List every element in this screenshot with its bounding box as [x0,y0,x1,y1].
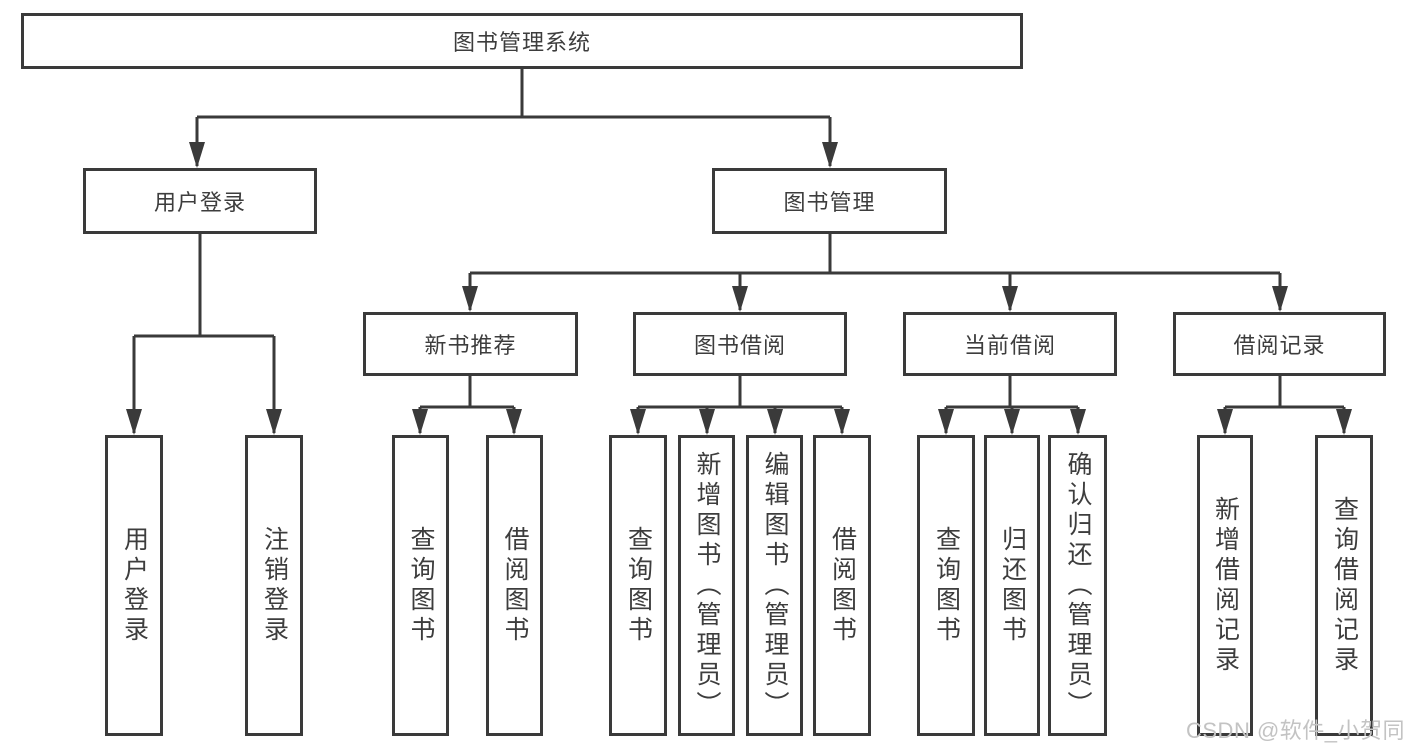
node-book-management: 图书管理 [712,168,947,234]
leaf-current-confirm-return-admin: 确认归还（管理员） [1048,435,1107,736]
node-root: 图书管理系统 [21,13,1023,69]
node-borrow-records: 借阅记录 [1173,312,1386,376]
leaf-borrow-borrow-book: 借阅图书 [813,435,871,736]
node-new-book-recommend: 新书推荐 [363,312,578,376]
leaf-borrow-edit-book-admin: 编辑图书（管理员） [746,435,803,736]
leaf-current-query-book: 查询图书 [917,435,975,736]
leaf-records-query-record: 查询借阅记录 [1315,435,1373,736]
node-current-borrow: 当前借阅 [903,312,1117,376]
leaf-recommend-borrow-book: 借阅图书 [486,435,543,736]
leaf-logout: 注销登录 [245,435,303,736]
leaf-recommend-query-book: 查询图书 [392,435,449,736]
watermark: CSDN @软件_小贺同学 [1186,718,1405,743]
node-book-borrow: 图书借阅 [633,312,847,376]
leaf-user-login: 用户登录 [105,435,163,736]
node-user-login: 用户登录 [83,168,317,234]
leaf-borrow-query-book: 查询图书 [609,435,667,736]
leaf-current-return-book: 归还图书 [984,435,1040,736]
leaf-borrow-add-book-admin: 新增图书（管理员） [678,435,735,736]
leaf-records-add-record: 新增借阅记录 [1197,435,1253,736]
